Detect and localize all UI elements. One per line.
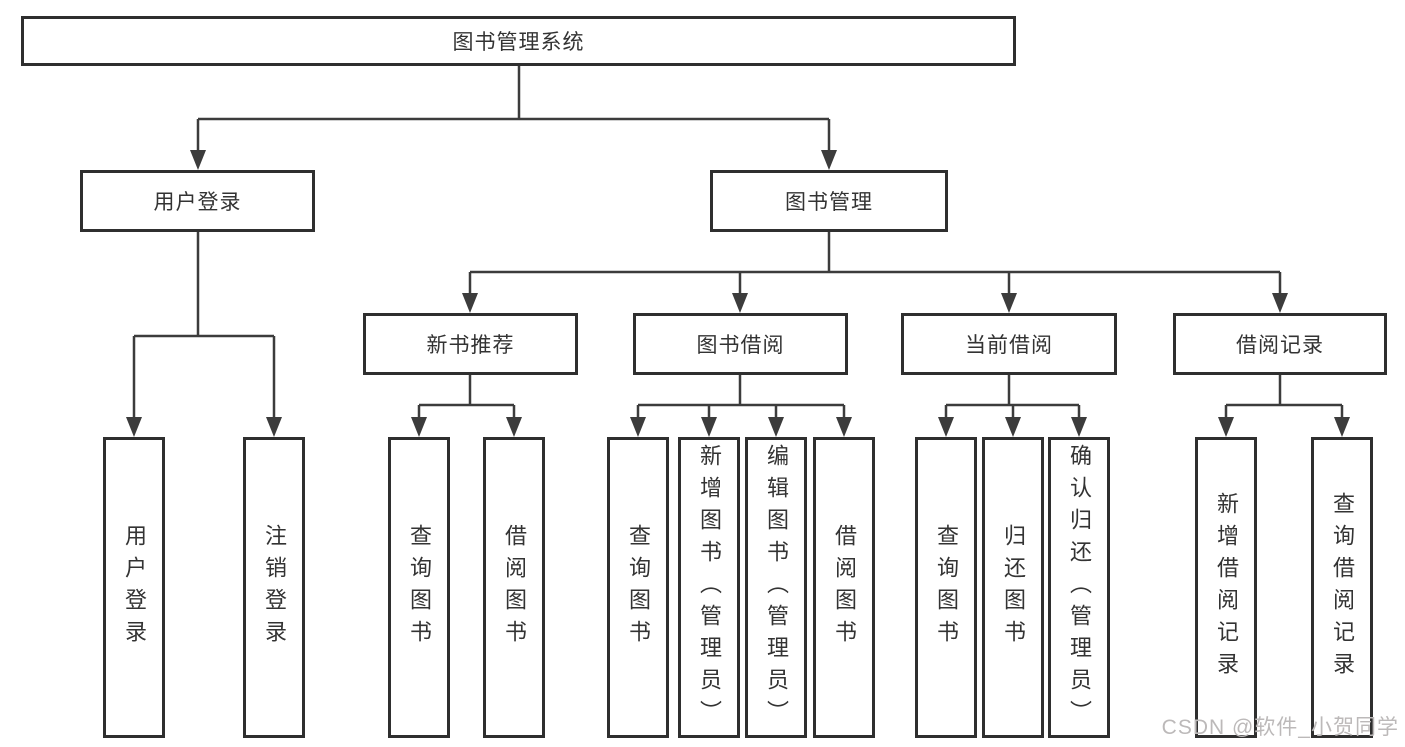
node-book-borrowing: 图书借阅 [633, 313, 848, 375]
leaf-query-borrow-record: 查询借阅记录 [1311, 437, 1373, 738]
leaf-confirm-return-admin-label: 确认归还（管理员） [1067, 443, 1092, 732]
leaf-user-login: 用户登录 [103, 437, 165, 738]
leaf-query-borrow-record-label: 查询借阅记录 [1330, 491, 1355, 684]
node-user-login: 用户登录 [80, 170, 315, 232]
leaf-return-books: 归还图书 [982, 437, 1044, 738]
node-user-login-label: 用户登录 [153, 191, 242, 214]
node-book-management-label: 图书管理 [785, 191, 873, 214]
leaf-query-books-current-label: 查询图书 [934, 523, 959, 652]
leaf-query-books-borrowing: 查询图书 [607, 437, 669, 738]
leaf-borrow-books-recommend-label: 借阅图书 [502, 523, 527, 652]
leaf-confirm-return-admin: 确认归还（管理员） [1048, 437, 1110, 738]
node-borrowing-records-label: 借阅记录 [1236, 334, 1324, 357]
watermark: CSDN @软件_小贺同学 [1161, 716, 1399, 739]
leaf-borrow-books-borrowing-label: 借阅图书 [832, 523, 857, 652]
leaf-return-books-label: 归还图书 [1001, 523, 1026, 652]
leaf-logout: 注销登录 [243, 437, 305, 738]
node-current-borrowing-label: 当前借阅 [965, 334, 1053, 357]
leaf-add-books-admin-label: 新增图书（管理员） [697, 443, 722, 732]
node-root: 图书管理系统 [21, 16, 1016, 66]
node-root-label: 图书管理系统 [452, 31, 585, 54]
leaf-logout-label: 注销登录 [262, 523, 287, 652]
leaf-edit-books-admin-label: 编辑图书（管理员） [764, 443, 789, 732]
leaf-edit-books-admin: 编辑图书（管理员） [745, 437, 807, 738]
leaf-borrow-books-recommend: 借阅图书 [483, 437, 545, 738]
node-borrowing-records: 借阅记录 [1173, 313, 1387, 375]
leaf-query-books-borrowing-label: 查询图书 [626, 523, 651, 652]
leaf-query-books-recommend: 查询图书 [388, 437, 450, 738]
node-new-book-recommendation-label: 新书推荐 [426, 334, 515, 357]
node-current-borrowing: 当前借阅 [901, 313, 1117, 375]
leaf-add-borrow-record-label: 新增借阅记录 [1214, 491, 1239, 684]
arrowheads [126, 150, 1350, 437]
leaf-query-books-recommend-label: 查询图书 [407, 523, 432, 652]
leaf-borrow-books-borrowing: 借阅图书 [813, 437, 875, 738]
node-book-borrowing-label: 图书借阅 [696, 334, 785, 357]
leaf-add-books-admin: 新增图书（管理员） [678, 437, 740, 738]
leaf-user-login-label: 用户登录 [122, 523, 147, 652]
node-new-book-recommendation: 新书推荐 [363, 313, 578, 375]
leaf-query-books-current: 查询图书 [915, 437, 977, 738]
node-book-management: 图书管理 [710, 170, 948, 232]
leaf-add-borrow-record: 新增借阅记录 [1195, 437, 1257, 738]
